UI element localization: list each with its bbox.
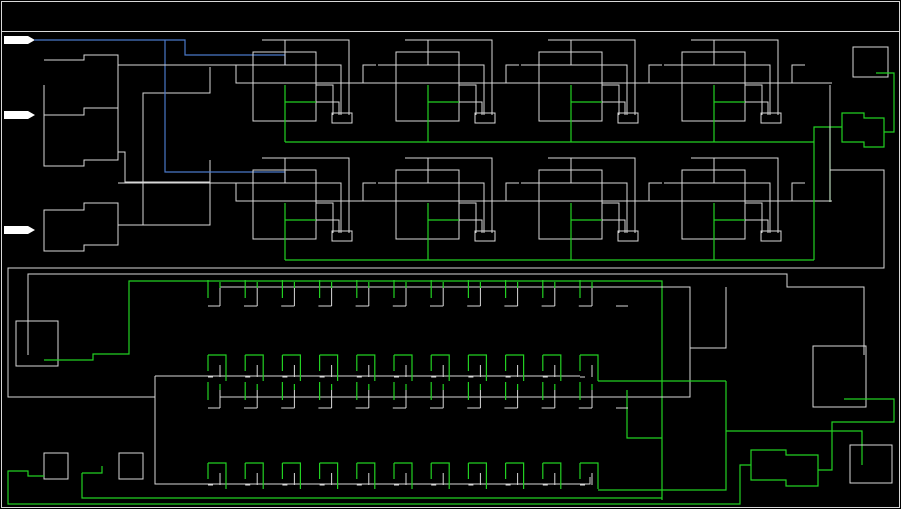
lower-element-r4-c9[interactable]: [505, 462, 525, 489]
lower-element-array[interactable]: [207, 280, 628, 489]
lower-element-r2-c4[interactable]: [319, 354, 339, 381]
row-bus-1: [118, 64, 832, 84]
lower-element-r3-c9[interactable]: [505, 382, 554, 409]
cell-terminal[interactable]: [617, 112, 639, 124]
cell-terminal[interactable]: [760, 112, 782, 124]
lower-element-r2-c2[interactable]: [244, 354, 264, 381]
decoder-wire-c: [118, 183, 211, 226]
lower-element-r3-c3[interactable]: [281, 382, 331, 409]
decoder-block-3[interactable]: [43, 202, 119, 252]
lower-element-r3-c4[interactable]: [319, 382, 368, 409]
blue-wire-top: [34, 39, 286, 65]
top-cell-r2-c4[interactable]: [664, 157, 805, 260]
cell-terminal[interactable]: [474, 112, 496, 124]
lower-element-r4-c5[interactable]: [356, 462, 376, 489]
lower-element-r4-c11[interactable]: [579, 462, 599, 489]
input-decoder-blocks[interactable]: [43, 54, 211, 252]
blue-wire-branch: [164, 40, 286, 180]
lower-element-r4-c4[interactable]: [319, 462, 339, 489]
decoder-wire-a: [118, 151, 211, 183]
lower-element-r4-c8[interactable]: [467, 462, 487, 489]
lower-green-feed: [44, 280, 663, 500]
lower-element-r1-c4[interactable]: [319, 280, 368, 307]
input-pin-2[interactable]: [4, 111, 35, 119]
lower-element-r1-c5[interactable]: [356, 280, 405, 307]
lower-logic-region[interactable]: [7, 273, 895, 505]
input-pin-3[interactable]: [4, 226, 35, 234]
lower-element-r3-c7[interactable]: [430, 382, 480, 409]
lower-element-r3-c6[interactable]: [393, 382, 442, 409]
input-pins[interactable]: [4, 36, 35, 234]
lower-element-r2-c7[interactable]: [430, 354, 450, 381]
lower-element-r1-c11[interactable]: [579, 280, 628, 307]
lower-element-r2-c3[interactable]: [281, 354, 301, 381]
lower-element-r3-c5[interactable]: [356, 382, 405, 409]
cell-terminal[interactable]: [474, 230, 496, 242]
lower-element-r1-c6[interactable]: [393, 280, 442, 307]
small-block-bottom-b[interactable]: [118, 452, 144, 480]
small-block-bottom-a[interactable]: [43, 452, 69, 480]
lower-element-r4-c7[interactable]: [430, 462, 450, 489]
lower-white-bus-2: [154, 348, 691, 485]
lower-block-right[interactable]: [812, 345, 867, 408]
decoder-block-2: [44, 107, 118, 116]
output-block-top[interactable]: [852, 46, 889, 78]
bottom-green-return: [7, 464, 751, 505]
lower-element-r1-c1[interactable]: [207, 280, 256, 307]
lower-element-r2-c11[interactable]: [579, 354, 599, 381]
blue-control-wires: [34, 39, 286, 180]
lower-element-r2-c9[interactable]: [505, 354, 525, 381]
lower-green-right: [750, 398, 895, 487]
cell-terminal[interactable]: [331, 112, 353, 124]
decoder-wire-b: [118, 67, 211, 226]
lower-block-left[interactable]: [15, 320, 59, 367]
output-green-path: [813, 72, 895, 260]
top-cell-r2-c3[interactable]: [521, 157, 662, 260]
lower-element-r1-c10[interactable]: [542, 280, 591, 307]
lower-element-r1-c7[interactable]: [430, 280, 480, 307]
top-cell-r1-c4[interactable]: [664, 39, 805, 142]
lower-element-r4-c3[interactable]: [281, 462, 301, 489]
lower-element-r4-c10[interactable]: [542, 462, 562, 489]
lower-element-r2-c5[interactable]: [356, 354, 376, 381]
lower-white-bus-1: [27, 273, 865, 355]
right-bus-white: [7, 85, 885, 398]
cell-terminal[interactable]: [617, 230, 639, 242]
lower-element-r4-c2[interactable]: [244, 462, 264, 489]
lower-element-r4-c1[interactable]: [207, 462, 227, 489]
lower-element-r1-c9[interactable]: [505, 280, 554, 307]
lower-element-r3-c10[interactable]: [542, 382, 591, 409]
lower-element-r3-c2[interactable]: [244, 382, 294, 409]
top-cell-r1-c2[interactable]: [378, 39, 519, 142]
lower-element-r4-c6[interactable]: [393, 462, 413, 489]
top-right-logic[interactable]: [7, 46, 895, 398]
lower-block-bottom-right[interactable]: [849, 444, 893, 484]
lower-green-right-2: [598, 380, 863, 491]
lower-element-r2-c8[interactable]: [467, 354, 487, 381]
top-cell-r1-c1[interactable]: [235, 39, 376, 142]
top-cell-array[interactable]: [118, 39, 832, 261]
lower-element-r2-c6[interactable]: [393, 354, 413, 381]
lower-element-r3-c1[interactable]: [207, 382, 256, 409]
top-cell-r2-c1[interactable]: [235, 157, 376, 260]
decoder-block-1[interactable]: [43, 54, 119, 167]
lower-element-r1-c3[interactable]: [281, 280, 331, 307]
lower-element-r2-c1[interactable]: [207, 354, 227, 381]
lower-element-r1-c8[interactable]: [467, 280, 517, 307]
cell-terminal[interactable]: [760, 230, 782, 242]
input-pin-1[interactable]: [4, 36, 35, 44]
lower-element-r3-c8[interactable]: [467, 382, 517, 409]
lower-element-r2-c10[interactable]: [542, 354, 562, 381]
top-cell-r2-c2[interactable]: [378, 157, 519, 260]
lower-element-r3-c11[interactable]: [579, 382, 628, 409]
top-cell-r1-c3[interactable]: [521, 39, 662, 142]
lower-element-r1-c2[interactable]: [244, 280, 294, 307]
cell-terminal[interactable]: [331, 230, 353, 242]
row-bus-2: [118, 182, 832, 202]
